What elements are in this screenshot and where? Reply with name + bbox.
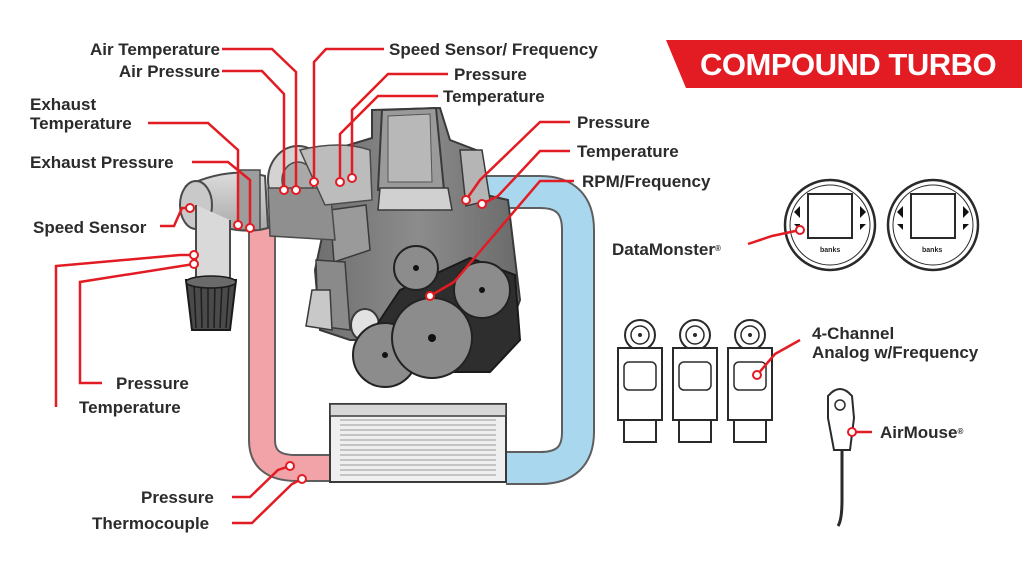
label-exhaust-pressure: Exhaust Pressure (30, 153, 174, 172)
label-speed-sensor: Speed Sensor (33, 218, 147, 237)
label-turbo-temperature: Temperature (443, 87, 545, 106)
analog-module-3 (727, 319, 773, 443)
label-speed-sensor-frequency: Speed Sensor/ Frequency (389, 40, 598, 59)
label-manifold-temperature: Temperature (577, 142, 679, 161)
label-exhaust-temperature-line1: Exhaust (30, 95, 97, 114)
label-air-temperature: Air Temperature (89, 40, 220, 59)
intercooler (329, 403, 507, 483)
label-exhaust-temperature-line2: Temperature (30, 114, 132, 133)
label-intake-pressure: Pressure (116, 374, 189, 393)
label-datamonster: DataMonster® (612, 240, 721, 259)
label-analog-line2: Analog w/Frequency (812, 343, 979, 362)
label-airmouse: AirMouse® (880, 423, 963, 442)
label-thermocouple: Thermocouple (92, 514, 210, 533)
label-intercooler-pressure: Pressure (141, 488, 214, 507)
datamonster-brand-2: banks (922, 247, 942, 254)
airmouse-device (827, 388, 856, 527)
label-rpm-frequency: RPM/Frequency (582, 172, 711, 191)
label-analog-line1: 4-Channel (812, 324, 895, 343)
sensor-points (185, 173, 857, 484)
pulley-system (352, 245, 522, 388)
title-banner (666, 40, 1022, 88)
airmouse-name: AirMouse (880, 423, 958, 442)
analog-module-2 (672, 319, 718, 443)
label-air-pressure: Air Pressure (118, 62, 220, 81)
datamonster-name: DataMonster (612, 240, 715, 259)
analog-module-1 (617, 319, 663, 443)
page-title: COMPOUND TURBO (700, 47, 997, 82)
air-filter (184, 275, 238, 331)
turbochargers (179, 144, 373, 281)
label-manifold-pressure: Pressure (577, 113, 650, 132)
label-intake-temperature: Temperature (79, 398, 181, 417)
registered-mark: ® (714, 244, 721, 253)
registered-mark: ® (957, 427, 964, 436)
datamonster-device-1: banks (783, 178, 877, 272)
hot-side-pipe (248, 225, 330, 482)
label-turbo-pressure: Pressure (454, 65, 527, 84)
leader-lines (54, 47, 872, 525)
datamonster-device-2: banks (886, 178, 980, 272)
datamonster-brand-1: banks (820, 247, 840, 254)
cold-side-pipe (480, 175, 595, 485)
